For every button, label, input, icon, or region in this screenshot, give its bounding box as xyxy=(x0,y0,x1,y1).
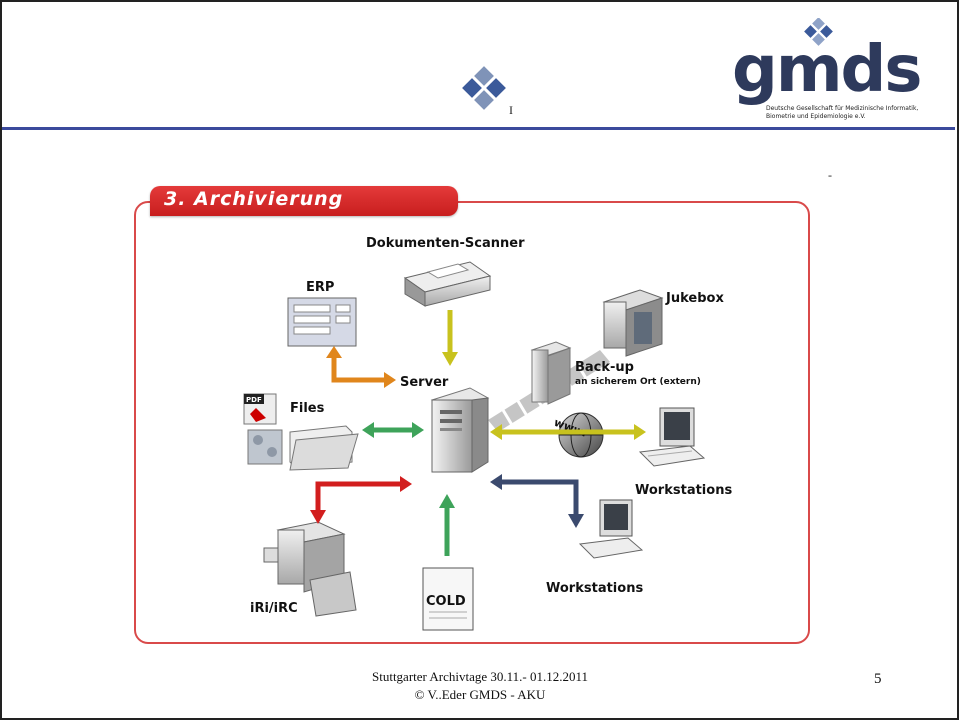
dash-mark: - xyxy=(828,168,832,182)
arrow-erp-server xyxy=(326,346,396,388)
arrow-cold-server xyxy=(439,494,455,556)
server-icon xyxy=(430,387,490,473)
scanner-label: Dokumenten-Scanner xyxy=(366,236,525,251)
small-mark: I xyxy=(509,103,513,117)
workstation-top-icon xyxy=(638,407,706,467)
cold-document-icon xyxy=(422,567,474,631)
erp-icon xyxy=(287,297,357,347)
files-icon xyxy=(243,393,359,471)
backup-label: Back-up xyxy=(575,360,634,375)
scanner-icon xyxy=(403,261,492,307)
gmds-subtitle-line1: Deutsche Gesellschaft für Medizinische I… xyxy=(766,105,919,112)
arrow-scanner-server xyxy=(442,310,458,366)
gmds-diamond-icon xyxy=(804,18,833,46)
gmds-wordmark: gmds xyxy=(732,33,922,107)
page-number: 5 xyxy=(874,671,882,687)
jukebox-label: Jukebox xyxy=(666,291,724,306)
erp-label: ERP xyxy=(306,280,335,295)
arrow-server-workstations-top xyxy=(490,424,646,440)
workstation-bottom-icon xyxy=(578,499,644,559)
arrow-files-server xyxy=(362,422,424,438)
diagram-title-tab: 3. Archivierung xyxy=(150,186,458,216)
footer-event: Stuttgarter Archivtage 30.11.- 01.12.201… xyxy=(371,669,589,684)
jukebox-icon xyxy=(602,289,664,357)
printer-icon xyxy=(263,521,357,617)
backup-icon xyxy=(530,341,572,405)
pdf-badge-text: PDF xyxy=(246,396,262,404)
gmds-subtitle: Deutsche Gesellschaft für Medizinische I… xyxy=(766,105,918,121)
gmds-logo: gmds Deutsche Gesellschaft für Medizinis… xyxy=(726,18,951,126)
backup-sub-label: an sicherem Ort (extern) xyxy=(575,377,701,387)
globe-icon xyxy=(558,412,604,458)
files-label: Files xyxy=(290,401,325,416)
arrow-server-workstations-bottom xyxy=(490,474,584,528)
workstations-top-label: Workstations xyxy=(635,483,733,498)
header-divider xyxy=(2,127,955,130)
footer-copyright: © V..Eder GMDS - AKU xyxy=(414,687,546,702)
diagram-title: 3. Archivierung xyxy=(164,188,344,210)
gmds-subtitle-line2: Biometrie und Epidemiologie e.V. xyxy=(766,113,866,120)
diamond-logo-icon xyxy=(462,66,506,110)
iri-label: iRi/iRC xyxy=(250,601,298,616)
server-label: Server xyxy=(400,375,449,390)
workstations-bottom-label: Workstations xyxy=(546,581,644,596)
arrow-printer-server xyxy=(310,476,412,524)
cold-label: COLD xyxy=(426,594,466,609)
